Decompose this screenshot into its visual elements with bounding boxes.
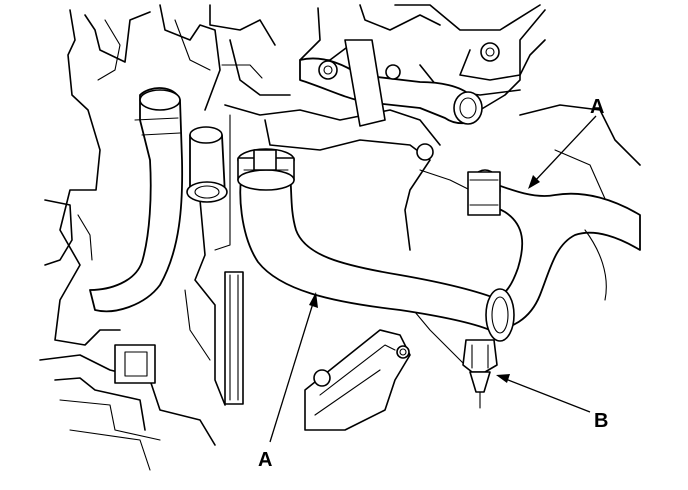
- bolt-b: [462, 339, 498, 409]
- callout-b: B: [496, 374, 608, 432]
- callout-a-upper: A: [528, 96, 604, 189]
- engine-block-outline: [39, 4, 641, 471]
- hose-a-lower: [237, 148, 501, 331]
- callout-a-lower-label: A: [258, 449, 272, 471]
- upper-pipe: [299, 39, 500, 161]
- upper-left-hose: [89, 87, 184, 313]
- hose-junction: [485, 288, 515, 342]
- callout-b-label: B: [594, 410, 608, 432]
- callout-a-lower: A: [258, 292, 318, 471]
- callout-a-upper-label: A: [590, 96, 604, 118]
- hose-a-upper: [467, 169, 641, 331]
- pipe-stub: [186, 126, 228, 203]
